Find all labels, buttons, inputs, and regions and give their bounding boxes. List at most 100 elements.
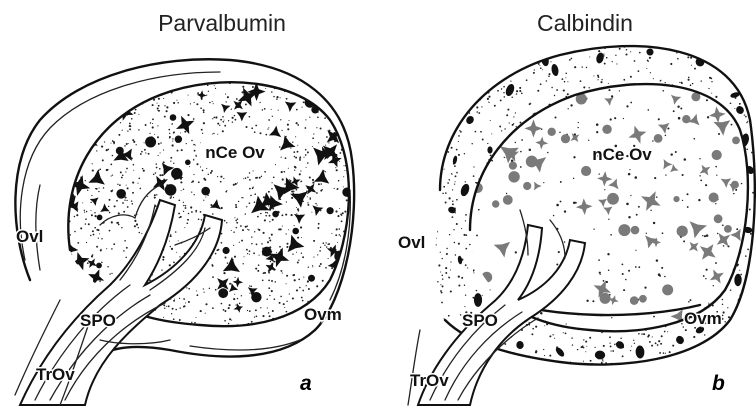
stipple-dot — [152, 126, 154, 128]
stipple-dot — [586, 300, 588, 302]
stipple-dot — [302, 300, 304, 302]
stipple-dot — [715, 203, 716, 204]
stipple-dot — [95, 215, 97, 217]
stipple-dot — [172, 138, 173, 139]
stipple-dot — [132, 203, 134, 205]
stipple-dot — [108, 206, 109, 207]
stipple-dot — [636, 214, 638, 216]
stipple-dot — [698, 199, 700, 201]
stipple-dot — [234, 119, 236, 121]
stipple-dot — [272, 116, 273, 117]
stipple-dot — [351, 250, 353, 252]
stipple-dot — [622, 264, 624, 266]
stipple-dot — [67, 158, 68, 159]
stipple-dot — [300, 170, 301, 171]
stipple-dot — [118, 134, 120, 136]
stipple-dot — [331, 288, 333, 290]
stipple-dot — [748, 106, 750, 108]
stipple-dot — [535, 326, 537, 328]
stipple-dot — [681, 47, 683, 49]
stipple-dot — [436, 238, 437, 239]
stipple-dot — [61, 149, 62, 150]
stipple-dot — [465, 220, 466, 221]
stipple-dot — [246, 249, 248, 251]
stipple-dot — [460, 131, 462, 133]
stipple-dot — [296, 109, 298, 111]
neuron-cell — [631, 226, 640, 235]
stipple-dot — [292, 79, 293, 80]
stipple-dot — [639, 52, 641, 54]
stipple-dot — [188, 288, 190, 290]
stipple-dot — [646, 68, 647, 69]
stipple-dot — [162, 256, 164, 258]
stipple-dot — [458, 243, 460, 245]
stipple-dot — [325, 267, 327, 269]
stipple-dot — [543, 365, 545, 367]
panel-b-label-posterior: SPO — [462, 311, 498, 330]
stipple-dot — [476, 290, 478, 292]
stipple-dot — [85, 91, 87, 93]
stipple-dot — [322, 280, 324, 282]
stipple-dot — [509, 122, 510, 123]
stipple-dot — [608, 269, 610, 271]
stipple-dot — [184, 227, 185, 228]
stipple-dot — [649, 57, 651, 59]
stipple-dot — [295, 136, 296, 137]
stipple-dot — [62, 264, 64, 266]
stipple-dot — [742, 52, 744, 54]
stipple-dot — [626, 49, 628, 51]
stipple-dot — [193, 144, 195, 146]
stipple-dot — [163, 161, 165, 163]
capsule-cell — [516, 341, 524, 349]
stipple-dot — [446, 253, 448, 255]
stipple-dot — [124, 240, 126, 242]
stipple-dot — [715, 96, 717, 98]
stipple-dot — [736, 312, 738, 314]
stipple-dot — [312, 265, 313, 266]
stipple-dot — [572, 344, 573, 345]
stipple-dot — [251, 332, 252, 333]
stipple-dot — [536, 54, 537, 55]
stipple-dot — [697, 361, 699, 363]
stipple-dot — [441, 302, 443, 304]
stipple-dot — [144, 149, 146, 151]
stipple-dot — [261, 327, 263, 329]
stipple-dot — [175, 231, 177, 233]
stipple-dot — [673, 110, 675, 112]
stipple-dot — [504, 128, 505, 129]
stipple-dot — [490, 359, 492, 361]
stipple-dot — [514, 44, 515, 45]
stipple-dot — [299, 332, 300, 333]
stipple-dot — [249, 285, 250, 286]
stipple-dot — [224, 125, 226, 127]
stipple-dot — [659, 352, 661, 354]
stipple-dot — [519, 363, 520, 364]
stipple-dot — [191, 327, 192, 328]
stipple-dot — [265, 134, 267, 136]
stipple-dot — [271, 234, 273, 236]
stipple-dot — [286, 98, 288, 100]
stipple-dot — [463, 54, 465, 56]
stipple-dot — [671, 153, 673, 155]
stipple-dot — [143, 170, 145, 172]
stipple-dot — [205, 303, 207, 305]
stipple-dot — [717, 343, 718, 344]
stipple-dot — [564, 241, 566, 243]
stipple-dot — [293, 191, 295, 193]
stipple-dot — [497, 43, 499, 45]
stipple-dot — [680, 108, 682, 110]
stipple-dot — [348, 100, 349, 101]
stipple-dot — [62, 154, 64, 156]
stipple-dot — [227, 262, 228, 263]
capsule-cell — [457, 255, 462, 264]
stipple-dot — [652, 336, 653, 337]
stipple-dot — [748, 49, 750, 51]
stipple-dot — [97, 287, 98, 288]
stipple-dot — [212, 307, 214, 309]
stipple-dot — [251, 78, 252, 79]
panel-a-label-center: nCe Ov — [205, 143, 265, 162]
stipple-dot — [474, 61, 475, 62]
neuron-cell — [618, 224, 630, 236]
stipple-dot — [92, 284, 94, 286]
stipple-dot — [109, 230, 111, 232]
